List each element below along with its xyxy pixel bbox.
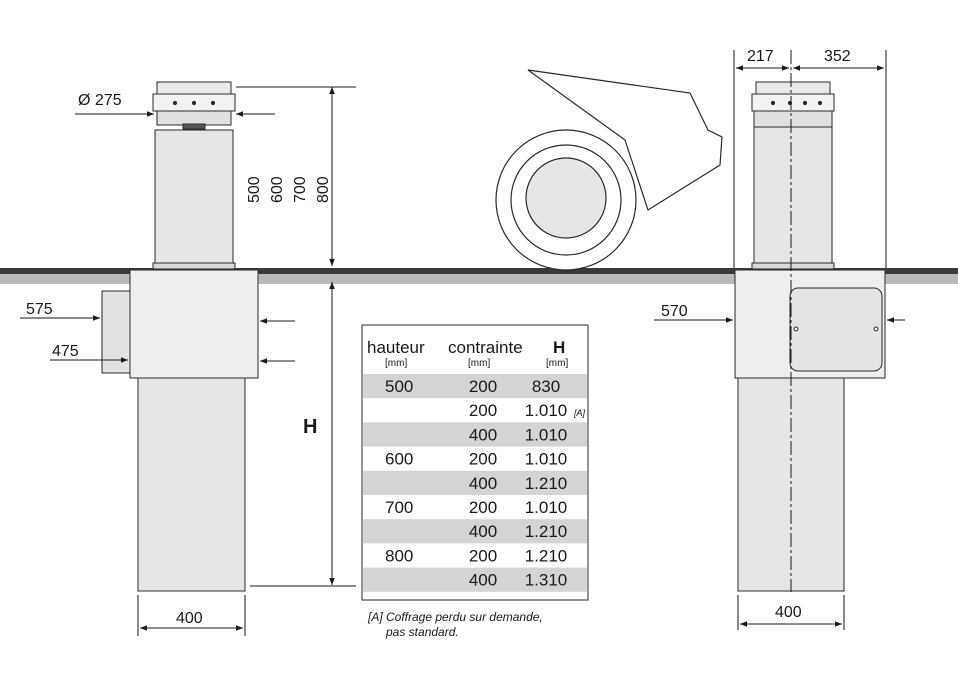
- dimension-570: 570: [661, 303, 688, 320]
- dimension-475: 475: [52, 343, 79, 360]
- table-row-stripe: [363, 422, 587, 447]
- table-cell-H: 1.010: [525, 450, 568, 469]
- table-cell-H: 1.010: [525, 425, 568, 444]
- header-contrainte: contrainte: [448, 338, 523, 357]
- table-cell-H: 1.210: [525, 474, 568, 493]
- table-cell-contrainte: 400: [469, 474, 497, 493]
- table-cell-H: 1.010: [525, 401, 568, 420]
- table-cell-H: 1.310: [525, 571, 568, 590]
- table-cell-contrainte: 200: [469, 450, 497, 469]
- table-row-stripe: [363, 519, 587, 544]
- footnote-line-1: [A] Coffrage perdu sur demande,: [367, 610, 543, 624]
- header-hauteur: hauteur: [367, 338, 425, 357]
- table-cell-hauteur: 800: [385, 546, 413, 565]
- right-dimensions: [654, 50, 905, 630]
- car-outline-icon: [495, 69, 723, 271]
- height-table: hauteur [mm] contrainte [mm] H [mm] 500 2…: [361, 324, 589, 601]
- table-cell-note: [A]: [573, 408, 586, 418]
- left-dimensions: [20, 86, 356, 636]
- unit-H: [mm]: [546, 358, 568, 369]
- right-bollard: [734, 81, 886, 592]
- table-row-stripe: [363, 470, 587, 495]
- height-label-800: 800: [315, 176, 332, 203]
- table-row-stripe: [363, 374, 587, 399]
- height-label-700: 700: [292, 176, 309, 203]
- left-bottom-width: 400: [176, 610, 203, 627]
- header-H: H: [553, 338, 565, 357]
- footnote-line-2: pas standard.: [385, 625, 459, 639]
- unit-hauteur: [mm]: [385, 358, 407, 369]
- table-cell-hauteur: 500: [385, 377, 413, 396]
- table-cell-H: 830: [532, 377, 560, 396]
- table-cell-contrainte: 200: [469, 401, 497, 420]
- dimension-217: 217: [747, 48, 774, 65]
- table-cell-H: 1.210: [525, 522, 568, 541]
- table-cell-H: 1.010: [525, 498, 568, 517]
- table-cell-contrainte: 400: [469, 571, 497, 590]
- dimension-575: 575: [26, 301, 53, 318]
- height-label-600: 600: [269, 176, 286, 203]
- H-dimension-label: H: [303, 416, 317, 438]
- table-cell-hauteur: 600: [385, 450, 413, 469]
- table-cell-contrainte: 400: [469, 522, 497, 541]
- right-bottom-width: 400: [775, 604, 802, 621]
- table-cell-contrainte: 200: [469, 546, 497, 565]
- table-cell-contrainte: 400: [469, 425, 497, 444]
- diameter-label: Ø 275: [78, 92, 122, 109]
- dimension-352: 352: [824, 48, 851, 65]
- table-rows: 500 200 830 200 1.010 [A] 400 1.010 600 200 1.010 4…: [385, 377, 586, 590]
- table-stripes: [363, 374, 587, 592]
- ground-line: [0, 268, 958, 284]
- table-row-stripe: [363, 567, 587, 592]
- table-cell-hauteur: 700: [385, 498, 413, 517]
- unit-contrainte: [mm]: [468, 358, 490, 369]
- table-cell-contrainte: 200: [469, 498, 497, 517]
- table-cell-contrainte: 200: [469, 377, 497, 396]
- table-cell-H: 1.210: [525, 546, 568, 565]
- height-label-500: 500: [246, 176, 263, 203]
- left-bollard: [101, 81, 259, 592]
